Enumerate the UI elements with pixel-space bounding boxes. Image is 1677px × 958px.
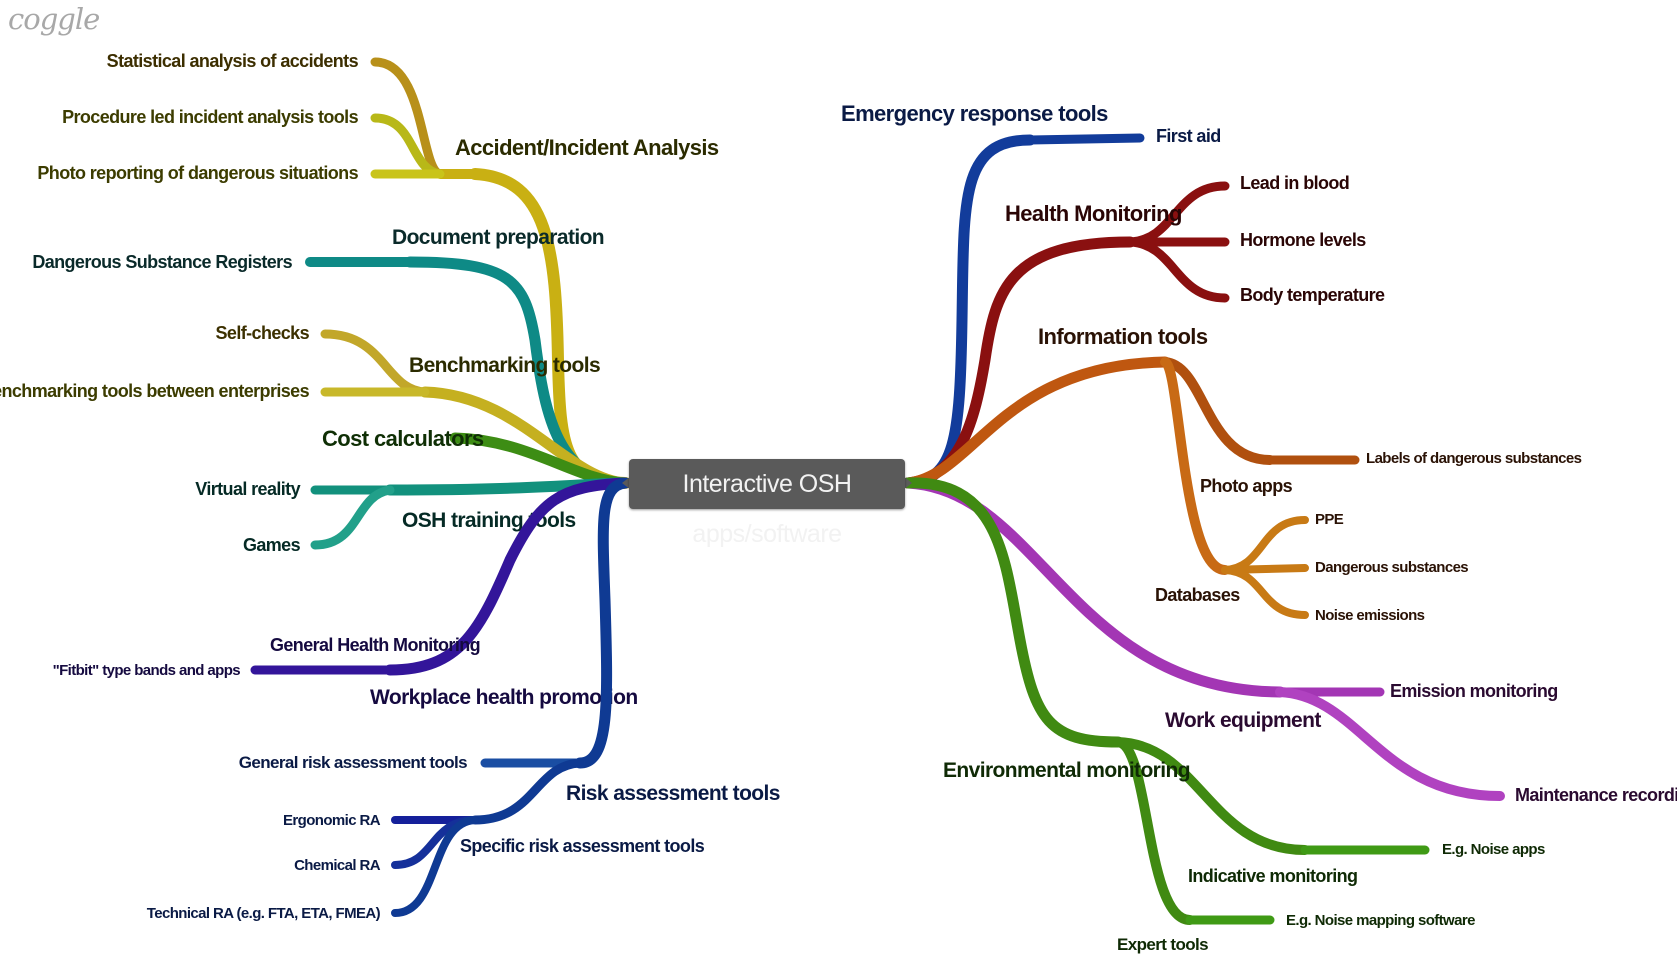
leaf-chemical-ra: Chemical RA [294, 857, 381, 874]
edge-maintenance-recording [1275, 687, 1505, 801]
leaf-photo-reporting: Photo reporting of dangerous situations [37, 163, 358, 183]
branch-emergency-label: Emergency response tools [841, 101, 1108, 126]
edge-body-temperature [1125, 237, 1230, 303]
edge-databases [1160, 357, 1230, 575]
edge-ppe [1221, 516, 1309, 574]
root-node[interactable] [629, 459, 905, 509]
edge-games [310, 485, 395, 550]
leaf-dangerous-substances: Dangerous substances [1315, 559, 1468, 576]
leaf-self-checks: Self-checks [216, 323, 310, 343]
branch-risk-label: Risk assessment tools [566, 782, 780, 805]
coggle-logo: coggle [8, 2, 100, 36]
root-left-notch [622, 476, 631, 490]
branch-accident-label: Accident/Incident Analysis [455, 135, 719, 160]
leaf-first-aid: First aid [1156, 126, 1221, 146]
leaf-maintenance-recording: Maintenance recording [1515, 785, 1677, 805]
leaf-ppe: PPE [1315, 511, 1344, 528]
sub-photo-apps: Photo apps [1200, 476, 1293, 496]
edge-expert-tools [1113, 737, 1195, 925]
branch-health-promotion-label: Workplace health promotion [370, 686, 638, 709]
branch-cost-label: Cost calculators [322, 426, 484, 451]
leaf-technical-ra: Technical RA (e.g. FTA, ETA, FMEA) [147, 905, 381, 922]
leaf-fitbit: "Fitbit" type bands and apps [53, 662, 241, 679]
edge-first-aid [1025, 133, 1145, 145]
leaf-body-temperature: Body temperature [1240, 285, 1385, 305]
edge-technical-ra [391, 816, 479, 917]
sub-general-health-monitoring: General Health Monitoring [270, 635, 480, 655]
root-right-notch [903, 476, 912, 490]
leaf-general-risk-assessment: General risk assessment tools [239, 753, 467, 772]
leaf-ergonomic-ra: Ergonomic RA [283, 812, 381, 829]
leaf-benchmarking-between: Benchmarking tools between enterprises [0, 381, 310, 401]
leaf-dangerous-substance-registers: Dangerous Substance Registers [32, 252, 292, 272]
branch-information[interactable]: Information tools Photo apps Labels of d… [902, 324, 1582, 624]
branch-environmental-edge [902, 477, 1124, 748]
root-node-label: Interactive OSH apps/software [682, 470, 852, 548]
branch-health-promotion[interactable]: Workplace health promotion General Healt… [53, 477, 638, 709]
sub-databases: Databases [1155, 585, 1240, 605]
leaf-noise-apps: E.g. Noise apps [1442, 841, 1545, 858]
branch-benchmarking-label: Benchmarking tools [409, 354, 600, 377]
leaf-games: Games [243, 535, 301, 555]
branch-environmental-label: Environmental monitoring [943, 759, 1190, 782]
branch-work-equipment-label: Work equipment [1165, 709, 1321, 732]
branch-risk-edge [574, 477, 631, 769]
leaf-lead-in-blood: Lead in blood [1240, 173, 1349, 193]
leaf-noise-mapping: E.g. Noise mapping software [1286, 912, 1475, 929]
branch-health-promotion-edge [384, 477, 631, 676]
edge-photo-apps [1160, 357, 1275, 465]
leaf-hormone-levels: Hormone levels [1240, 230, 1366, 250]
leaf-labels-dangerous-substances: Labels of dangerous substances [1366, 450, 1582, 467]
edge-noise-emissions [1221, 566, 1309, 619]
branch-environmental[interactable]: Environmental monitoring Indicative moni… [902, 477, 1546, 954]
branch-risk[interactable]: Risk assessment tools General risk asses… [147, 477, 780, 922]
branch-emergency[interactable]: Emergency response tools First aid [841, 101, 1221, 489]
branch-health-monitoring-label: Health Monitoring [1005, 201, 1182, 226]
branch-document-label: Document preparation [392, 226, 604, 249]
branch-health-monitoring-edge [902, 236, 1136, 489]
branch-cost[interactable]: Cost calculators [322, 426, 631, 489]
sub-expert-tools: Expert tools [1117, 935, 1208, 954]
branch-accident-edge [469, 168, 631, 489]
branch-information-label: Information tools [1038, 324, 1208, 349]
sub-indicative-monitoring: Indicative monitoring [1188, 866, 1357, 886]
leaf-virtual-reality: Virtual reality [195, 479, 300, 499]
leaf-statistical-analysis: Statistical analysis of accidents [107, 51, 359, 71]
edge-indicative-monitoring [1113, 737, 1310, 855]
branch-training-label: OSH training tools [402, 509, 576, 532]
leaf-procedure-led-analysis: Procedure led incident analysis tools [62, 107, 358, 127]
branch-information-edge [902, 356, 1171, 489]
leaf-emission-monitoring: Emission monitoring [1390, 681, 1558, 701]
edge-specific-risk [470, 758, 585, 825]
sub-specific-risk-assessment: Specific risk assessment tools [460, 836, 705, 856]
leaf-noise-emissions: Noise emissions [1315, 607, 1425, 624]
